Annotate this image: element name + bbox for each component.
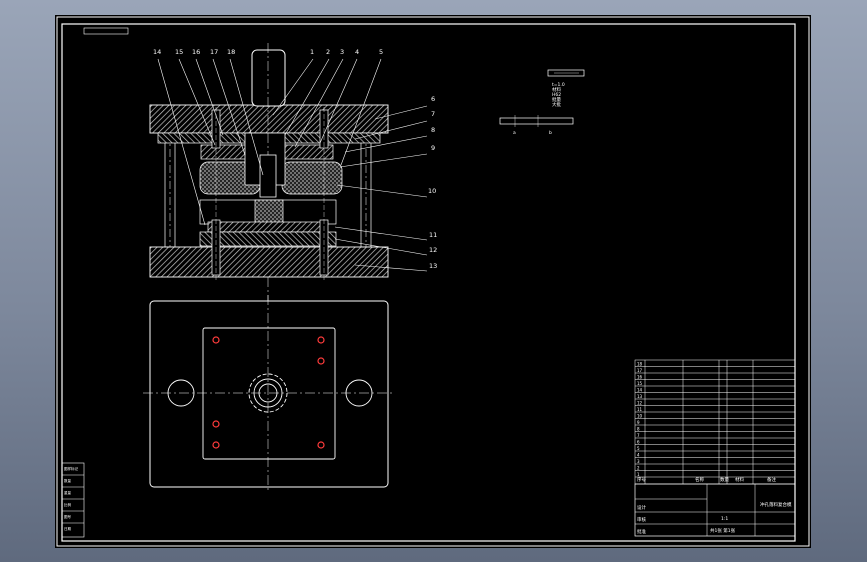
balloon-9: 9 [431, 144, 435, 152]
left-strip-3: 重量 [64, 490, 71, 495]
leaders-top [157, 58, 382, 226]
title-block-scale: 1:1 [721, 516, 728, 522]
balloon-6: 6 [431, 95, 435, 103]
left-strip [61, 462, 85, 538]
part-label-4: 批量 [552, 96, 561, 103]
bom-row-number: 7 [637, 433, 640, 438]
bom-header-3: 数量 [720, 476, 729, 483]
title-block-sheet: 共1张 第1张 [710, 527, 736, 534]
balloon-18: 18 [227, 48, 235, 56]
bom-row-number: 9 [637, 420, 640, 425]
bom-row-number: 8 [637, 426, 640, 431]
cad-viewport[interactable]: 14 15 16 17 18 1 2 3 4 5 6 7 8 9 10 11 1… [55, 15, 811, 548]
balloon-8: 8 [431, 126, 435, 134]
balloon-4: 4 [355, 48, 359, 56]
bom-table [634, 359, 796, 537]
balloon-12: 12 [429, 246, 437, 254]
upper-die-base [149, 104, 389, 134]
punch [259, 154, 277, 198]
assembly-drawing: 14 15 16 17 18 1 2 3 4 5 6 7 8 9 10 11 1… [56, 16, 810, 547]
balloon-7: 7 [431, 110, 435, 118]
inner-frame [61, 23, 796, 542]
bom-header-5: 备注 [767, 476, 776, 483]
shank [251, 49, 286, 107]
part-strip-label-a: a [513, 131, 516, 136]
bom-row-number: 18 [637, 361, 643, 366]
center-inner [258, 383, 278, 403]
bom-row-number: 12 [637, 400, 643, 405]
left-strip-5: 图号 [64, 514, 71, 519]
part-label-2: 材料 [552, 86, 561, 93]
left-strip-2: 数量 [64, 478, 71, 483]
balloon-2: 2 [326, 48, 330, 56]
balloon-17: 17 [210, 48, 218, 56]
guide-hole-left [167, 379, 195, 407]
lower-die-base [149, 246, 389, 278]
bom-row-number: 5 [637, 446, 640, 451]
bom-header-1: 序号 [637, 476, 646, 483]
part-label-1: t=1.0 [552, 82, 565, 88]
drawing-no-box [83, 27, 129, 35]
bom-row-number: 3 [637, 459, 640, 464]
balloon-13: 13 [429, 262, 437, 270]
left-strip-4: 比例 [64, 502, 71, 507]
leaders-right [334, 105, 428, 272]
bom-row-number: 15 [637, 381, 643, 386]
center-outer [248, 373, 288, 413]
bom-row-number: 17 [637, 368, 643, 373]
balloon-14: 14 [153, 48, 161, 56]
bom-row-number: 10 [637, 413, 643, 418]
balloon-16: 16 [192, 48, 200, 56]
title-block-checker: 审核 [637, 516, 646, 523]
section-view [149, 43, 428, 305]
center-mid [253, 378, 283, 408]
bom-row-number: 14 [637, 387, 643, 392]
bom-row-number: 11 [637, 407, 643, 412]
bom-row-number: 1 [637, 472, 640, 477]
balloon-11: 11 [429, 231, 437, 239]
bom-row-number: 13 [637, 394, 643, 399]
bom-row-number: 2 [637, 465, 640, 470]
part-strip [499, 117, 574, 125]
title-block-title: 冲孔落料复合模 [760, 501, 792, 508]
part-label-5: 大批 [552, 101, 561, 108]
part-views: t=1.0 材料 H62 批量 大批 a b [499, 69, 585, 136]
plan-pins [212, 336, 325, 449]
left-strip-1: 图样标记 [64, 466, 78, 471]
die-plate [207, 221, 327, 233]
guide-hole-right [345, 379, 373, 407]
left-strip-6: 日期 [64, 526, 71, 531]
bom-header-2: 名称 [695, 476, 704, 483]
bom-row-number: 6 [637, 439, 640, 444]
bom-row-number: 16 [637, 374, 643, 379]
balloon-1: 1 [310, 48, 314, 56]
balloon-3: 3 [340, 48, 344, 56]
balloon-group: 14 15 16 17 18 1 2 3 4 5 6 7 8 9 10 11 1… [153, 48, 437, 270]
elastic-right [281, 161, 343, 195]
outer-frame [56, 16, 810, 547]
balloon-5: 5 [379, 48, 383, 56]
balloon-15: 15 [175, 48, 183, 56]
bom-row-number: 4 [637, 452, 640, 457]
part-strip-label-b: b [549, 130, 552, 136]
bom-text: 序号 名称 数量 材料 备注 冲孔落料复合模 1:1 共1张 第1张 设计 审核… [637, 361, 792, 535]
bom-header-4: 材料 [735, 476, 744, 483]
part-label-3: H62 [552, 92, 561, 98]
fixed-plate [199, 231, 337, 247]
title-block-designer: 设计 [637, 504, 646, 511]
title-block-approver: 批准 [637, 528, 646, 535]
balloon-10: 10 [428, 187, 436, 195]
plan-view [143, 295, 395, 493]
plan-die-plate [202, 327, 336, 460]
